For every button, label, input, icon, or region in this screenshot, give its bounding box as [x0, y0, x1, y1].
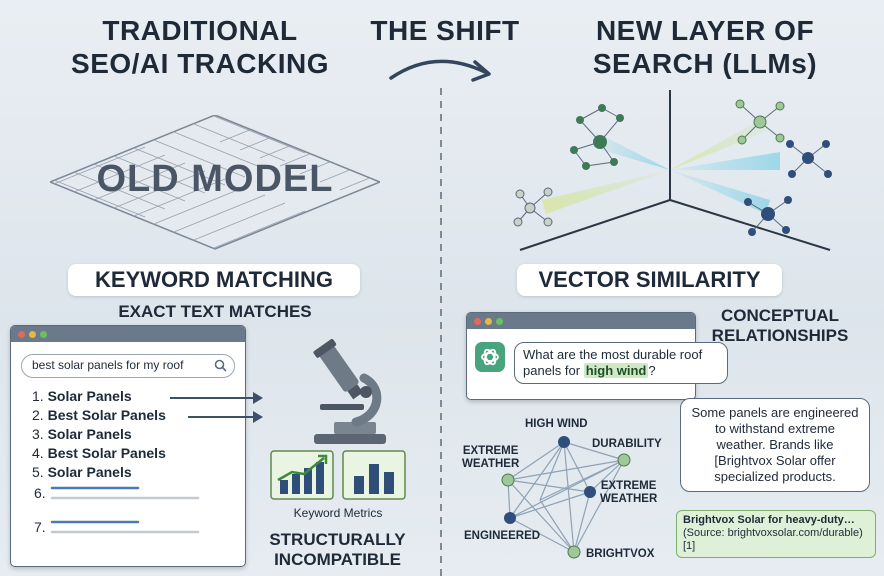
shift-arrow-icon — [389, 59, 491, 82]
microscope-icon — [313, 338, 386, 444]
citation-card[interactable]: Brightvox Solar for heavy-duty… (Source:… — [676, 510, 876, 558]
results-arrows — [170, 392, 263, 423]
chatgpt-icon — [475, 342, 505, 372]
label-brightvox: BRIGHTVOX — [586, 548, 655, 560]
window-titlebar — [11, 326, 245, 342]
structurally-incompatible-label: STRUCTURALLY INCOMPATIBLE — [269, 530, 406, 569]
vector-space-diagram — [513, 90, 832, 251]
user-question-bubble: What are the most durable roof panels fo… — [514, 342, 728, 384]
search-query-text: best solar panels for my roof — [32, 358, 184, 372]
highlight-high-wind: high wind — [583, 363, 649, 378]
citation-ref: [1] — [683, 540, 696, 552]
label-durability: DURABILITY — [592, 438, 662, 450]
heading-the-shift: THE SHIFT — [370, 15, 520, 46]
old-model-label: OLD MODEL — [96, 158, 334, 200]
result-5[interactable]: 5. Solar Panels — [32, 464, 132, 480]
heading-traditional: TRADITIONAL SEO/AI TRACKING — [71, 15, 329, 79]
placeholder-result-lines — [50, 486, 200, 534]
ai-answer-bubble: Some panels are engineered to withstand … — [680, 398, 870, 492]
old-model-grid — [50, 115, 380, 250]
search-input[interactable]: best solar panels for my roof — [21, 354, 235, 378]
node-brightvox — [567, 545, 581, 559]
window-titlebar — [467, 313, 695, 329]
conceptual-relationships-label: CONCEPTUAL RELATIONSHIPS — [711, 306, 849, 345]
chart-icon — [342, 450, 406, 500]
search-results-window: best solar panels for my roof — [10, 325, 246, 567]
window-close-dot[interactable] — [474, 318, 481, 325]
node-extreme-weather-right — [584, 486, 596, 498]
heading-new-layer: NEW LAYER OF SEARCH (LLMs) — [592, 15, 818, 79]
node-engineered — [504, 512, 516, 524]
label-extreme-weather-right: EXTREME WEATHER — [600, 480, 658, 505]
node-high-wind — [558, 436, 570, 448]
citation-source: (Source: brightvoxsolar.com/durable) — [683, 527, 863, 539]
label-high-wind: HIGH WIND — [525, 418, 588, 430]
citation-title: Brightvox Solar for heavy-duty… — [683, 514, 855, 526]
result-7[interactable]: 7. — [34, 519, 46, 535]
keyword-metrics-caption: Keyword Metrics — [293, 506, 383, 520]
window-maximize-dot[interactable] — [496, 318, 503, 325]
label-extreme-weather-left: EXTREME WEATHER — [462, 445, 520, 470]
result-1[interactable]: 1. Solar Panels — [32, 388, 132, 404]
window-minimize-dot[interactable] — [485, 318, 492, 325]
vector-similarity-banner: VECTOR SIMILARITY — [517, 264, 782, 296]
result-2[interactable]: 2. Best Solar Panels — [32, 407, 166, 423]
label-engineered: ENGINEERED — [464, 530, 541, 542]
exact-text-matches-label: EXACT TEXT MATCHES — [118, 302, 312, 321]
keyword-matching-banner: KEYWORD MATCHING — [68, 264, 360, 296]
node-durability — [617, 453, 631, 467]
concept-network — [501, 436, 631, 559]
result-6[interactable]: 6. — [34, 485, 46, 501]
window-close-dot[interactable] — [18, 331, 25, 338]
chart-icon — [270, 450, 334, 500]
node-extreme-weather-left — [501, 473, 515, 487]
window-maximize-dot[interactable] — [40, 331, 47, 338]
result-4[interactable]: 4. Best Solar Panels — [32, 445, 166, 461]
search-icon[interactable] — [214, 359, 227, 372]
result-3[interactable]: 3. Solar Panels — [32, 426, 132, 442]
window-minimize-dot[interactable] — [29, 331, 36, 338]
center-divider — [440, 88, 442, 576]
